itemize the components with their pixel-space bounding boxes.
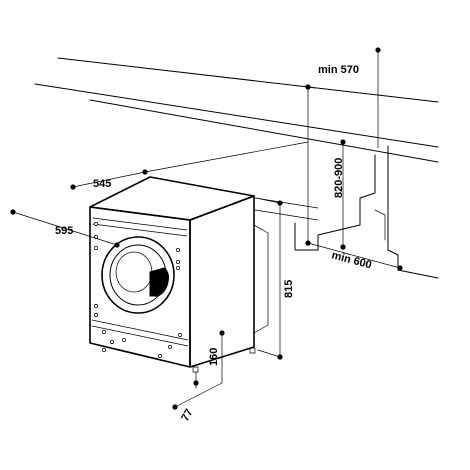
label-545: 545 (93, 178, 111, 190)
machine-side (189, 195, 255, 368)
label-595: 595 (55, 225, 73, 237)
machine-feet (192, 347, 256, 373)
door-ring (101, 236, 175, 314)
dim-line-min-600 (307, 242, 401, 269)
dim-line-545 (72, 171, 146, 188)
label-820-900: 820-900 (333, 158, 345, 198)
door-handle-icon (149, 267, 169, 297)
dim-line-595 (12, 211, 118, 246)
door (101, 236, 175, 314)
washing-machine (89, 176, 269, 373)
machine-top (89, 176, 255, 221)
dim-line-77 (174, 382, 223, 408)
label-min-600: min 600 (330, 249, 373, 271)
label-min-570: min 570 (318, 64, 359, 76)
side-panel-bracket (253, 224, 269, 334)
label-160: 160 (208, 348, 220, 366)
countertop (34, 57, 439, 163)
dimension-dots (10, 47, 403, 410)
label-815: 815 (283, 280, 295, 298)
dimension-labels: min 570 820-900 min 600 545 595 815 160 … (55, 64, 373, 424)
dimension-lines (12, 49, 401, 408)
front-holes (94, 222, 182, 358)
label-77: 77 (179, 407, 196, 424)
